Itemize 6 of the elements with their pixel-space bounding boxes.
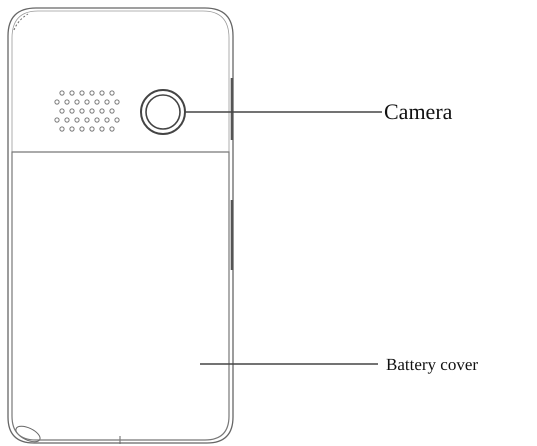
- callout-label: Battery cover: [386, 356, 478, 373]
- leader-line: [200, 363, 378, 365]
- camera-lens: [140, 89, 186, 135]
- battery-cover-panel: [11, 151, 230, 441]
- callout-label: Camera: [384, 101, 452, 123]
- leader-line: [185, 111, 382, 113]
